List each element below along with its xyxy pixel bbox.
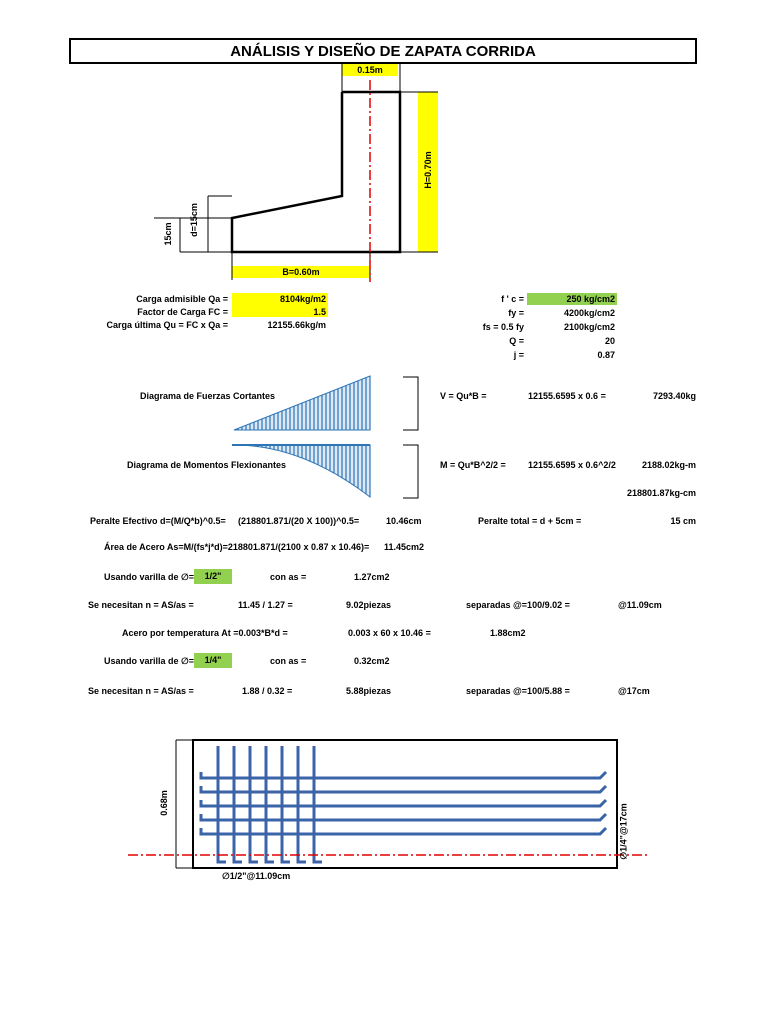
moment-diagram bbox=[232, 444, 371, 499]
necesitan2-label: Se necesitan n = AS/as = bbox=[88, 686, 194, 696]
shear-expr: 12155.6595 x 0.6 = bbox=[528, 391, 606, 401]
height-label: H=0.70m bbox=[423, 151, 433, 189]
rebar-bottom-label: ∅1/2"@11.09cm bbox=[222, 871, 291, 881]
moment-bracket bbox=[403, 444, 419, 499]
vertical-rebar bbox=[280, 746, 290, 864]
peralte-label: Peralte Efectivo d=(M/Q*b)^0.5= bbox=[90, 516, 226, 526]
moment-result-2: 218801.87kg-cm bbox=[626, 488, 696, 498]
temperatura-expr: 0.003 x 60 x 10.46 = bbox=[348, 628, 431, 638]
left-height-label: 15cm bbox=[163, 222, 173, 246]
moment-caption: Diagrama de Momentos Flexionantes bbox=[127, 460, 287, 470]
moment-expr: 12155.6595 x 0.6^2/2 bbox=[528, 460, 616, 470]
vertical-rebar bbox=[232, 746, 242, 864]
temperatura-label: Acero por temperatura At =0.003*B*d = bbox=[122, 628, 288, 638]
area-acero-label: Área de Acero As=M/(fs*j*d)=218801.871/(… bbox=[104, 542, 370, 552]
vertical-rebar bbox=[296, 746, 306, 864]
carga-ultima-value: 12155.66kg/m bbox=[267, 320, 326, 330]
varilla1-area: 1.27cm2 bbox=[354, 572, 390, 582]
peralte-value: 10.46cm bbox=[386, 516, 422, 526]
varilla2-size: 1/4" bbox=[194, 653, 232, 668]
vertical-rebar bbox=[248, 746, 258, 864]
horizontal-rebar bbox=[199, 784, 608, 794]
peralte-expr: (218801.871/(20 X 100))^0.5= bbox=[238, 516, 360, 526]
rebar-layout bbox=[199, 746, 608, 864]
vertical-rebar bbox=[312, 746, 322, 864]
moment-result: 2188.02kg-m bbox=[641, 460, 696, 470]
fy-label: fy = bbox=[508, 308, 524, 318]
rebar-height-label: 0.68m bbox=[159, 790, 169, 816]
height-bar bbox=[418, 92, 438, 252]
j-label: j = bbox=[513, 350, 524, 360]
varilla1-area-label: con as = bbox=[270, 572, 307, 582]
j-value: 0.87 bbox=[597, 350, 615, 360]
shear-diagram bbox=[233, 375, 371, 431]
varilla1-size: 1/2" bbox=[194, 569, 232, 584]
horizontal-rebar bbox=[199, 826, 608, 836]
fs-label: fs = 0.5 fy bbox=[482, 322, 524, 332]
horizontal-rebar bbox=[199, 798, 608, 808]
temperatura-value: 1.88cm2 bbox=[490, 628, 526, 638]
fc-value: 250 kg/cm2 bbox=[566, 294, 615, 304]
shear-bracket bbox=[403, 376, 419, 431]
fc-label: f ' c = bbox=[501, 294, 524, 304]
base-bar bbox=[232, 266, 370, 278]
carga-admisible-label: Carga admisible Qa = bbox=[136, 294, 228, 304]
shear-result: 7293.40kg bbox=[652, 391, 696, 401]
carga-ultima-label: Carga última Qu = FC x Qa = bbox=[106, 320, 228, 330]
necesitan2-sep: @17cm bbox=[618, 686, 650, 696]
necesitan1-sep-label: separadas @=100/9.02 = bbox=[466, 600, 570, 610]
varilla2-label: Usando varilla de ∅= bbox=[104, 656, 194, 666]
necesitan1-sep: @11.09cm bbox=[618, 600, 662, 610]
necesitan2-expr: 1.88 / 0.32 = bbox=[242, 686, 293, 696]
necesitan2-sep-label: separadas @=100/5.88 = bbox=[466, 686, 570, 696]
horizontal-rebar bbox=[199, 812, 608, 822]
d-label: d=15cm bbox=[189, 203, 199, 237]
moment-area bbox=[233, 444, 371, 499]
shear-caption: Diagrama de Fuerzas Cortantes bbox=[140, 391, 276, 401]
varilla1-label: Usando varilla de ∅= bbox=[104, 572, 194, 582]
varilla2-area-label: con as = bbox=[270, 656, 307, 666]
necesitan1-label: Se necesitan n = AS/as = bbox=[88, 600, 194, 610]
footing-outline bbox=[230, 90, 402, 254]
base-label: B=0.60m bbox=[282, 267, 320, 277]
peralte-total-label: Peralte total = d + 5cm = bbox=[478, 516, 582, 526]
peralte-total-value: 15 cm bbox=[670, 516, 696, 526]
footing-section-box bbox=[192, 739, 618, 869]
necesitan1-expr: 11.45 / 1.27 = bbox=[238, 600, 293, 610]
necesitan2-value: 5.88piezas bbox=[346, 686, 392, 696]
vertical-rebar bbox=[264, 746, 274, 864]
moment-formula: M = Qu*B^2/2 = bbox=[440, 460, 506, 470]
fs-value: 2100kg/cm2 bbox=[563, 322, 615, 332]
wall-width-bar bbox=[342, 64, 398, 76]
carga-admisible-value: 8104kg/m2 bbox=[279, 294, 326, 304]
necesitan1-value: 9.02piezas bbox=[346, 600, 392, 610]
vertical-rebar bbox=[216, 746, 226, 864]
shear-formula: V = Qu*B = bbox=[440, 391, 487, 401]
fy-value: 4200kg/cm2 bbox=[563, 308, 615, 318]
varilla2-area: 0.32cm2 bbox=[354, 656, 390, 666]
input-highlight bbox=[232, 293, 328, 317]
area-acero-value: 11.45cm2 bbox=[384, 542, 425, 552]
factor-carga-value: 1.5 bbox=[313, 307, 326, 317]
page-title: ANÁLISIS Y DISEÑO DE ZAPATA CORRIDA bbox=[69, 38, 697, 64]
rebar-side-label: ∅1/4"@17cm bbox=[618, 803, 629, 860]
wall-width-label: 0.15m bbox=[357, 65, 383, 75]
q-label: Q = bbox=[509, 336, 524, 346]
horizontal-rebar bbox=[199, 770, 608, 780]
q-value: 20 bbox=[604, 336, 615, 346]
input-highlight-green bbox=[527, 293, 617, 305]
factor-carga-label: Factor de Carga FC = bbox=[137, 307, 228, 317]
